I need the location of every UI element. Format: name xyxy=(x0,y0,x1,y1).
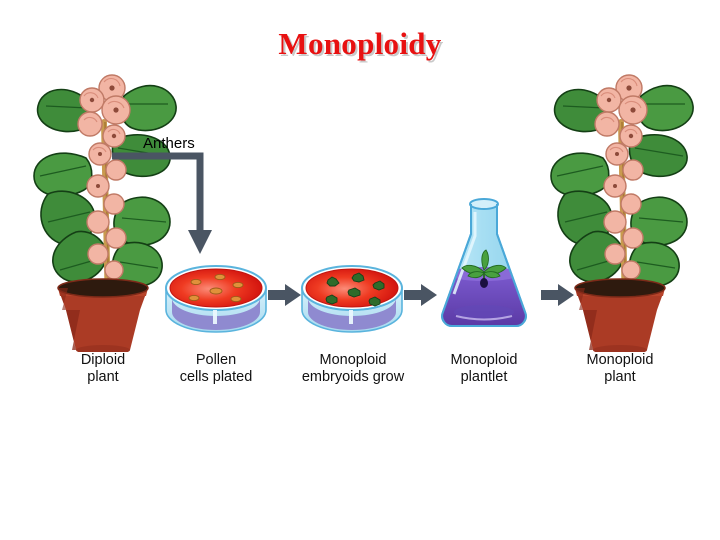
caption-line-2: embryoids grow xyxy=(301,369,405,385)
caption-line-1: Pollen xyxy=(195,352,237,368)
caption-monoploid-plant: Monoploid plant xyxy=(545,352,695,386)
caption-line-2: plant xyxy=(604,369,636,385)
figure-embryoid-dish xyxy=(298,258,406,345)
figure-diploid-plant xyxy=(28,62,178,357)
figure-monoploid-plantlet-flask xyxy=(434,190,534,343)
caption-line-1: Diploid xyxy=(80,352,126,368)
page-title: Monoploidy xyxy=(278,26,442,61)
erlenmeyer-flask-icon xyxy=(441,198,527,328)
potted-plant-right-icon xyxy=(550,74,694,355)
caption-line-1: Monoploid xyxy=(319,352,387,368)
petri-dish-pollen-icon xyxy=(165,265,267,333)
potted-plant-left-icon xyxy=(33,74,177,355)
flow-arrow-1 xyxy=(268,283,302,312)
caption-pollen-cells-plated: Pollen cells plated xyxy=(150,352,282,386)
plantlet-icon xyxy=(461,249,507,288)
caption-line-1: Monoploid xyxy=(450,352,518,368)
anthers-label: Anthers xyxy=(143,135,195,152)
caption-line-2: plantlet xyxy=(460,369,508,385)
petri-dish-embryoids-icon xyxy=(301,265,403,333)
flow-arrow-3 xyxy=(541,283,575,312)
caption-line-2: cells plated xyxy=(179,369,253,385)
caption-diploid-plant: Diploid plant xyxy=(28,352,178,386)
caption-line-2: plant xyxy=(87,369,119,385)
anthers-callout-arrow xyxy=(112,150,222,265)
flow-arrow-2 xyxy=(404,283,438,312)
figure-pollen-dish xyxy=(162,258,270,345)
caption-monoploid-plantlet: Monoploid plantlet xyxy=(414,352,554,386)
caption-monoploid-embryoids: Monoploid embryoids grow xyxy=(283,352,423,386)
figure-monoploid-plant xyxy=(545,62,695,357)
caption-line-1: Monoploid xyxy=(586,352,654,368)
